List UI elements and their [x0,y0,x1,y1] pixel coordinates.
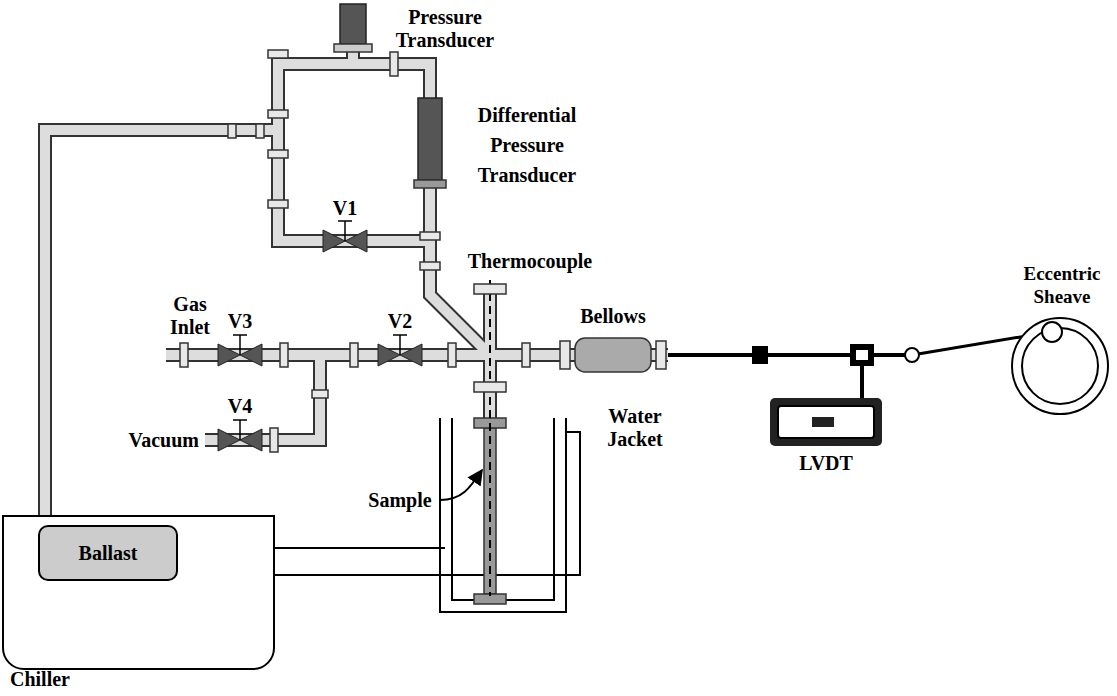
valve-handle [233,334,247,336]
flange [656,341,666,369]
bellows [575,338,651,372]
flange [420,262,440,270]
component-label: Eccentric Sheave [1014,262,1110,308]
valve-handle [233,419,247,421]
component-label: Pressure Transducer [380,6,510,52]
ballast-box: Ballast [38,525,178,581]
valve-label: V3 [220,310,260,333]
flange [390,52,398,76]
component-label: Thermocouple [455,250,605,273]
flange [312,390,328,398]
component-label: LVDT [786,452,866,475]
component-label: Water Jacket [596,405,674,451]
flange [228,124,236,138]
valve-symbol [378,335,422,366]
valve-stem [239,420,241,440]
eccentric-pin [1042,322,1062,342]
port-label: Vacuum [109,429,199,452]
flange [334,44,372,52]
flange [180,343,188,367]
chiller-box: ChillerBallast [2,515,275,670]
chiller-lines [275,432,580,575]
fittings [180,50,666,452]
lvdt-body [778,406,874,438]
lvdt-body [770,398,882,446]
port-label: Gas Inlet [159,293,221,339]
valve-symbol [218,420,262,451]
lvdt-link [860,366,864,400]
flange [270,428,278,452]
flange [268,200,288,208]
valve-label: V4 [220,395,260,418]
thermocouple-wire [489,280,491,596]
valve-stem [239,335,241,355]
rod-coupling [752,346,768,364]
flange [414,180,446,188]
flange [268,150,288,158]
valve-handle [393,334,407,336]
flange [350,343,358,367]
flange [522,343,530,367]
node-heading: Chiller [10,668,70,690]
valve-label: V1 [325,197,365,220]
pipes [45,52,668,526]
flange [448,343,456,367]
pipe [278,64,430,241]
lvdt-slot [812,417,834,427]
pipe [348,52,358,64]
flange [268,110,288,118]
flange [420,232,440,240]
pipe [205,355,320,440]
flange [560,341,570,369]
pipe-outline [278,64,430,241]
node-label: Ballast [79,542,138,565]
differential-transducer [418,98,442,180]
valve-handle [338,220,352,222]
lvdt-coupling [856,350,868,360]
flange [268,50,288,58]
valve-symbol [323,221,367,252]
sheave-outer [1012,318,1108,414]
pressure-transducer [340,4,366,44]
component-label: Bellows [563,305,663,328]
leader-line [440,470,482,500]
valve-stem [399,335,401,355]
pipe-outline [205,355,320,440]
flange [474,284,506,294]
water-jacket [440,418,566,612]
lvdt-coupling [850,344,874,366]
valve-label: V2 [380,310,420,333]
valve-stem [344,221,346,241]
pivot [905,348,919,362]
component-label: Differential Pressure Transducer [463,100,591,190]
component-label: Sample [360,489,440,512]
flange [280,343,288,367]
flange [256,124,264,138]
valve-symbol [218,335,262,366]
pipe [45,130,278,526]
flange [474,382,506,392]
pipe-outline [346,52,360,64]
pipe-outline [45,130,278,526]
